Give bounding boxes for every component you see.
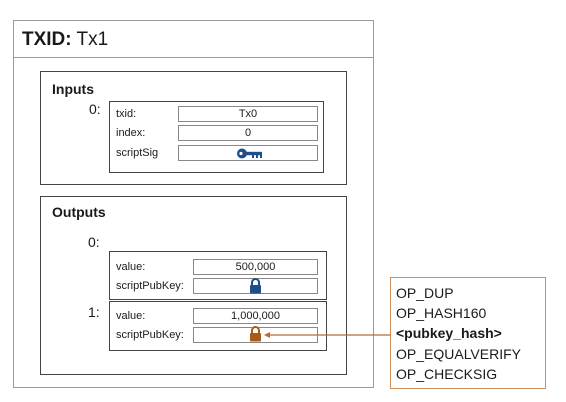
input-scriptsig-label: scriptSig [116, 147, 159, 159]
input-index-label: index: [116, 127, 146, 139]
script-line-op-hash160: OP_HASH160 [396, 305, 487, 321]
input-index-value: 0 [178, 125, 318, 141]
txid-value: Tx1 [76, 29, 109, 50]
script-line-op-equalverify: OP_EQUALVERIFY [396, 346, 522, 362]
script-line-op-dup: OP_DUP [396, 285, 454, 301]
transaction-header [13, 20, 374, 58]
lock-icon [250, 326, 261, 342]
lock-icon [250, 278, 261, 294]
output-1-scriptpubkey-label: scriptPubKey: [116, 329, 184, 341]
input-index-0: 0: [89, 101, 101, 117]
input-txid-label: txid: [116, 108, 137, 120]
connector-arrow [264, 332, 390, 338]
output-0-scriptpubkey-label: scriptPubKey: [116, 280, 184, 292]
output-index-1: 1: [88, 304, 100, 320]
input-txid-value: Tx0 [178, 106, 318, 122]
key-icon [237, 148, 262, 159]
output-1-value-label: value: [116, 310, 146, 322]
outputs-title: Outputs [52, 204, 106, 220]
inputs-title: Inputs [52, 81, 94, 97]
script-line-pubkey-hash: <pubkey_hash> [396, 325, 502, 341]
script-line-op-checksig: OP_CHECKSIG [396, 366, 498, 382]
transaction-title: TXID: Tx1 [22, 29, 108, 51]
output-index-0: 0: [88, 234, 100, 250]
output-0-value: 500,000 [193, 259, 318, 275]
locking-script-box [390, 277, 546, 389]
output-1-value: 1,000,000 [193, 308, 318, 324]
output-0-value-label: value: [116, 261, 146, 273]
txid-key: TXID: [22, 29, 72, 50]
